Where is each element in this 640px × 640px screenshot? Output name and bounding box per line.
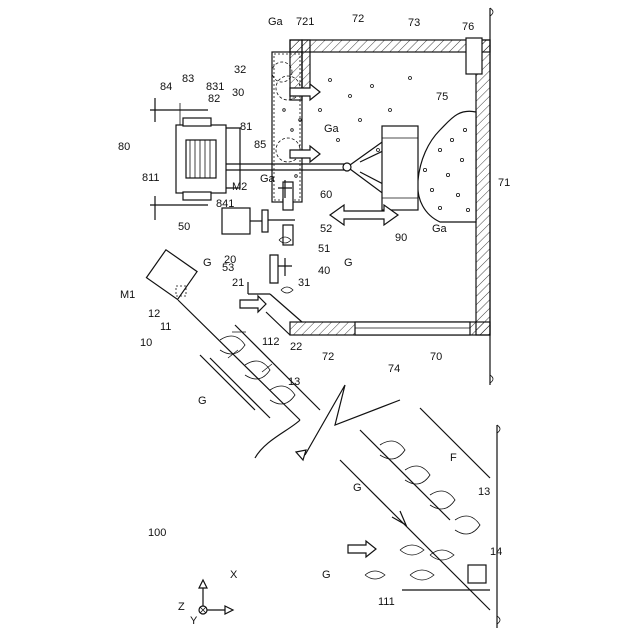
material-pile-75 — [418, 111, 476, 222]
coordinate-axes — [199, 580, 233, 614]
label-13b: 13 — [478, 486, 490, 498]
label-81: 81 — [240, 121, 252, 133]
label-71: 71 — [498, 177, 510, 189]
label-80: 80 — [118, 141, 130, 153]
label-84: 84 — [160, 81, 172, 93]
label-11: 11 — [160, 321, 171, 333]
motor-m2 — [222, 208, 268, 234]
label-M1: M1 — [120, 289, 135, 301]
motor-m1 — [146, 250, 197, 300]
label-53: 53 — [222, 262, 234, 274]
floor-lower — [497, 425, 500, 628]
label-31: 31 — [298, 277, 310, 289]
break-symbol — [305, 385, 400, 455]
label-811: 811 — [142, 172, 160, 184]
lower-conveyor — [340, 408, 490, 610]
label-72-top: 72 — [352, 13, 364, 25]
label-831: 831 — [206, 81, 224, 93]
label-74: 74 — [388, 363, 400, 375]
label-G2: G — [198, 395, 207, 407]
label-52: 52 — [320, 223, 332, 235]
label-112: 112 — [262, 336, 280, 348]
label-12: 12 — [148, 308, 160, 320]
label-76: 76 — [462, 21, 474, 33]
label-G1: G — [203, 257, 212, 269]
door-74 — [355, 322, 470, 335]
bag-90 — [382, 126, 418, 210]
label-Ga1: Ga — [268, 16, 284, 28]
label-90: 90 — [395, 232, 407, 244]
label-51: 51 — [318, 243, 330, 255]
chamber-wall-top — [290, 40, 490, 52]
label-111: 111 — [378, 596, 395, 608]
label-Ga2: Ga — [324, 123, 340, 135]
chamber-wall-bottom-floor — [476, 40, 490, 335]
label-M2: M2 — [232, 181, 247, 193]
axis-label-y: Y — [190, 615, 198, 627]
double-arrow — [330, 205, 398, 225]
label-32: 32 — [234, 64, 246, 76]
label-40: 40 — [318, 265, 330, 277]
label-G4: G — [353, 482, 362, 494]
label-72-bottom: 72 — [322, 351, 334, 363]
label-75: 75 — [436, 91, 448, 103]
label-721: 721 — [296, 16, 314, 28]
label-73: 73 — [408, 17, 420, 29]
sensor-76 — [466, 38, 482, 74]
axis-label-z: Z — [178, 601, 185, 613]
label-F: F — [450, 452, 457, 464]
label-70: 70 — [430, 351, 442, 363]
motor-14 — [468, 565, 486, 583]
shaft-and-bag — [210, 126, 418, 210]
label-100: 100 — [148, 527, 166, 539]
label-82: 82 — [208, 93, 220, 105]
label-10: 10 — [140, 337, 152, 349]
label-21: 21 — [232, 277, 244, 289]
label-85: 85 — [254, 139, 266, 151]
label-83: 83 — [182, 73, 194, 85]
label-13a: 13 — [288, 376, 300, 388]
label-841: 841 — [216, 198, 234, 210]
label-G5: G — [322, 569, 331, 581]
label-50: 50 — [178, 221, 190, 233]
label-Ga3: Ga — [260, 173, 276, 185]
axis-label-x: X — [230, 569, 238, 581]
label-Ga4: Ga — [432, 223, 448, 235]
collection-chamber — [272, 38, 490, 335]
label-14: 14 — [490, 546, 502, 558]
label-60: 60 — [320, 189, 332, 201]
reference-labels: 100 10 11 111 112 12 13 13 14 20 21 22 3… — [118, 13, 510, 627]
label-30: 30 — [232, 87, 244, 99]
label-G3: G — [344, 257, 353, 269]
label-22: 22 — [290, 341, 302, 353]
